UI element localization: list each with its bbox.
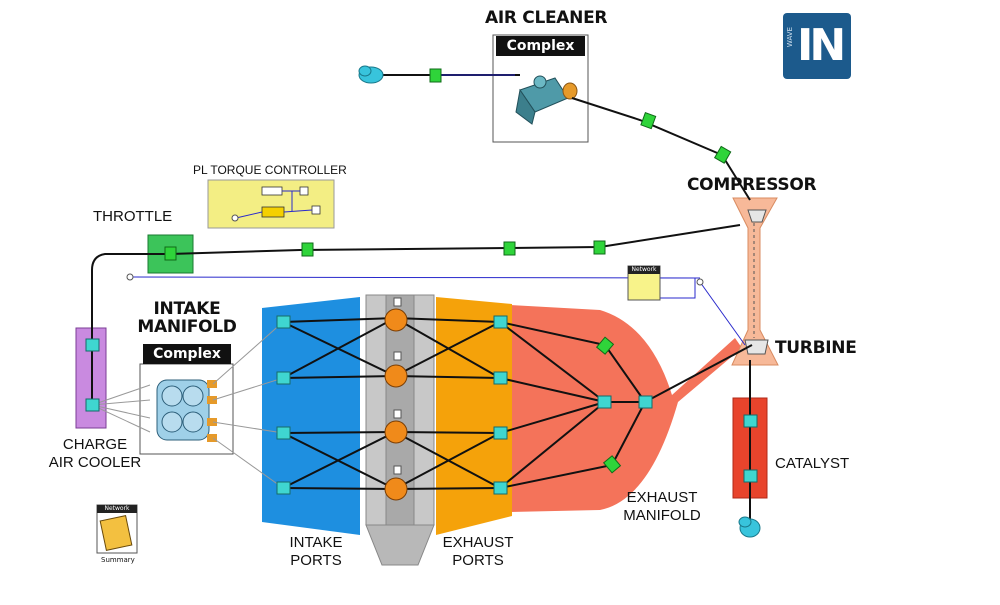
logo-text: IN [797,20,846,71]
pipe-nodes [164,68,732,474]
pl-torque-controller-label: PL TORQUE CONTROLLER [193,163,347,177]
turbine-label: TURBINE [775,338,857,358]
intake-ports-block [262,297,360,535]
logo-subtext: WAVE [786,27,794,48]
exhaust-manifold-label-line1: EXHAUST [626,489,698,506]
pl-torque-controller-panel [207,179,335,229]
air-cleaner-complex-tag: Complex [496,36,585,56]
network-summary-caption: Network [97,505,137,513]
charge-air-cooler-label-line2: AIR COOLER [48,454,142,471]
network-mini-caption: Network [628,266,660,274]
cylinders [384,308,408,501]
exhaust-manifold-body [510,305,742,512]
exhaust-ports-label-line1: EXHAUST [442,534,514,551]
ambient-inlet-cloud [358,65,384,84]
turbine-wheel [744,339,769,355]
wave-logo: WAVE IN [783,13,851,79]
compressor-label: COMPRESSOR [687,175,817,195]
cylinder-valves [393,297,402,475]
exhaust-manifold-label-line2: MANIFOLD [623,507,701,524]
throttle-label: THROTTLE [93,208,173,225]
compressor-wheel [747,209,767,223]
exhaust-ports-label-line2: PORTS [452,552,504,569]
intake-ports-label-line1: INTAKE [289,534,343,551]
exhaust-ports-block [436,297,512,535]
intake-manifold-label-line1: INTAKE [153,299,221,319]
intake-manifold-complex-tag: Complex [143,344,231,364]
catalyst-label: CATALYST [775,455,850,472]
intake-manifold-label-line2: MANIFOLD [137,317,237,337]
summary-label: Summary [101,556,135,564]
charge-air-cooler-label-line1: CHARGE [62,436,128,453]
turbocharger-body [731,197,779,366]
intake-manifold-panel [139,363,234,455]
intake-ports-label-line2: PORTS [290,552,342,569]
junctions [85,315,758,495]
orifices [126,214,704,286]
ambient-outlet-cloud [738,516,761,538]
air-cleaner-label: AIR CLEANER [485,8,608,28]
signal-lines [129,74,746,346]
